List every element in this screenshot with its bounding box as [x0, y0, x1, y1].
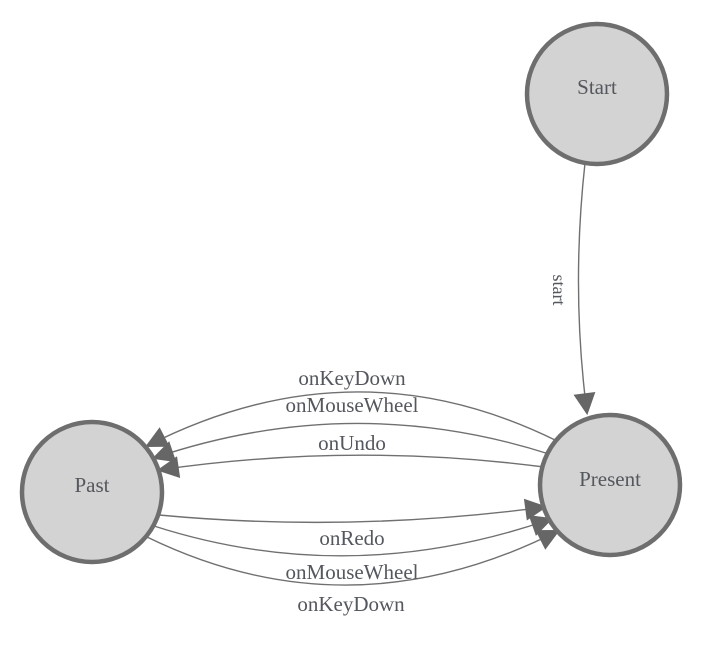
edge-label-onmousewheel-top: onMouseWheel [286, 393, 419, 417]
node-present: Present [537, 412, 683, 558]
node-start: Start [524, 21, 670, 167]
edge-label-start: start [549, 275, 569, 306]
edge-present-to-past-onkeydown [145, 391, 556, 447]
edge-label-onkeydown-top: onKeyDown [298, 366, 406, 390]
edge-label-onundo: onUndo [318, 431, 386, 455]
edge-start-to-present [573, 162, 596, 416]
node-past-label: Past [74, 473, 109, 497]
node-start-label: Start [577, 75, 617, 99]
edge-past-to-present-onredo [158, 498, 548, 524]
edge-label-onkeydown-bottom: onKeyDown [297, 592, 405, 616]
edges-layer [145, 162, 596, 586]
edge-present-to-past-onmousewheel [151, 422, 550, 463]
edge-past-to-present-onkeydown [146, 530, 560, 586]
node-present-circle [537, 412, 683, 558]
node-past: Past [19, 419, 165, 565]
edge-label-onredo: onRedo [319, 526, 384, 550]
edge-present-to-past-onundo [156, 454, 545, 479]
edge-past-to-present-onmousewheel [153, 515, 554, 557]
node-start-circle [524, 21, 670, 167]
node-present-label: Present [579, 467, 641, 491]
edge-label-onmousewheel-bottom: onMouseWheel [286, 560, 419, 584]
edge-labels-layer: start onKeyDown onMouseWheel onUndo onRe… [286, 275, 569, 617]
node-past-circle [19, 419, 165, 565]
